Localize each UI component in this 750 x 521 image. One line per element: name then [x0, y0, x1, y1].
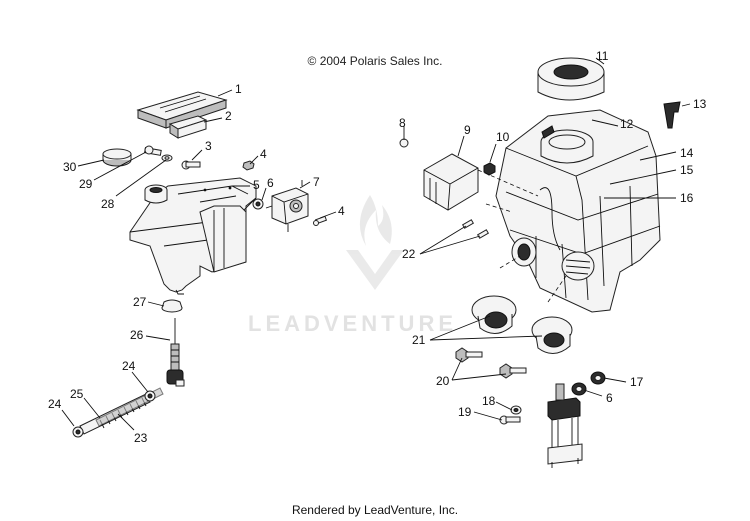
callout-3: 3 — [205, 139, 212, 153]
callout-15: 15 — [680, 163, 694, 177]
part-5-reservoir — [129, 177, 257, 295]
callout-2: 2 — [225, 109, 232, 123]
part-9-module — [423, 153, 479, 211]
part-28-washer — [161, 154, 173, 162]
callout-4-right: 4 — [338, 204, 345, 218]
part-30-cap — [102, 148, 132, 167]
callout-25: 25 — [70, 387, 84, 401]
part-11-foam-ring — [537, 57, 605, 101]
callout-13: 13 — [693, 97, 707, 111]
callout-14: 14 — [680, 146, 694, 160]
part-7-actuator — [265, 180, 309, 232]
part-17-grommet — [590, 371, 606, 385]
callout-6-upper: 6 — [267, 176, 274, 190]
callout-8: 8 — [399, 116, 406, 130]
watermark: LEADVENTURE — [248, 311, 458, 336]
callout-5: 5 — [253, 178, 260, 192]
part-24-cap-a — [72, 426, 84, 438]
callout-19: 19 — [458, 405, 472, 419]
part-22-screws — [461, 219, 490, 239]
part-8-screw — [399, 134, 409, 148]
callout-18: 18 — [482, 394, 496, 408]
part-21-boot-a — [471, 295, 517, 334]
part-29-bolt — [144, 145, 162, 156]
part-20-bolt-b — [499, 363, 527, 379]
callout-9: 9 — [464, 123, 471, 137]
part-19-screw — [499, 415, 521, 425]
callout-24-right: 24 — [122, 359, 136, 373]
part-4-screw-b — [313, 215, 328, 226]
part-10-nut — [483, 162, 496, 176]
callout-4-upper: 4 — [260, 147, 267, 161]
callout-24-left: 24 — [48, 397, 62, 411]
callout-22: 22 — [402, 247, 416, 261]
callout-6-lower: 6 — [606, 391, 613, 405]
callout-10: 10 — [496, 130, 510, 144]
part-13-clip — [663, 101, 681, 129]
callout-16: 16 — [680, 191, 694, 205]
part-20-bolt-a — [455, 347, 483, 363]
part-18-washer — [510, 405, 522, 415]
part-6-grommet-b — [571, 382, 587, 396]
part-27-grommet — [161, 299, 183, 313]
callout-29: 29 — [79, 177, 93, 191]
callout-17: 17 — [630, 375, 644, 389]
part-24-cap-b — [144, 390, 156, 402]
part-4-nut-a — [242, 160, 255, 171]
callout-11: 11 — [596, 49, 609, 63]
callout-27: 27 — [133, 295, 147, 309]
part-6-grommet-a — [252, 198, 264, 210]
part-26-sender — [166, 318, 185, 387]
callout-21: 21 — [412, 333, 426, 347]
callout-28: 28 — [101, 197, 115, 211]
copyright-text: © 2004 Polaris Sales Inc. — [307, 54, 443, 68]
watermark-logo — [346, 195, 404, 290]
callout-26: 26 — [130, 328, 144, 342]
footer-credit: Rendered by LeadVenture, Inc. — [291, 503, 459, 517]
part-15-airbox-housing — [477, 109, 661, 313]
leader-lines — [61, 57, 691, 431]
callout-23: 23 — [134, 431, 148, 445]
part-21-boot-b — [531, 316, 573, 354]
sensor-bracket — [547, 383, 583, 468]
callout-20: 20 — [436, 374, 450, 388]
callout-30: 30 — [63, 160, 77, 174]
callout-1: 1 — [235, 82, 242, 96]
callout-7: 7 — [313, 175, 320, 189]
part-3-screw — [181, 160, 201, 170]
callout-12: 12 — [620, 117, 634, 131]
callouts: 1 2 3 4 5 6 7 4 30 29 28 27 26 24 25 24 … — [48, 49, 707, 445]
part-2-block — [168, 115, 208, 139]
